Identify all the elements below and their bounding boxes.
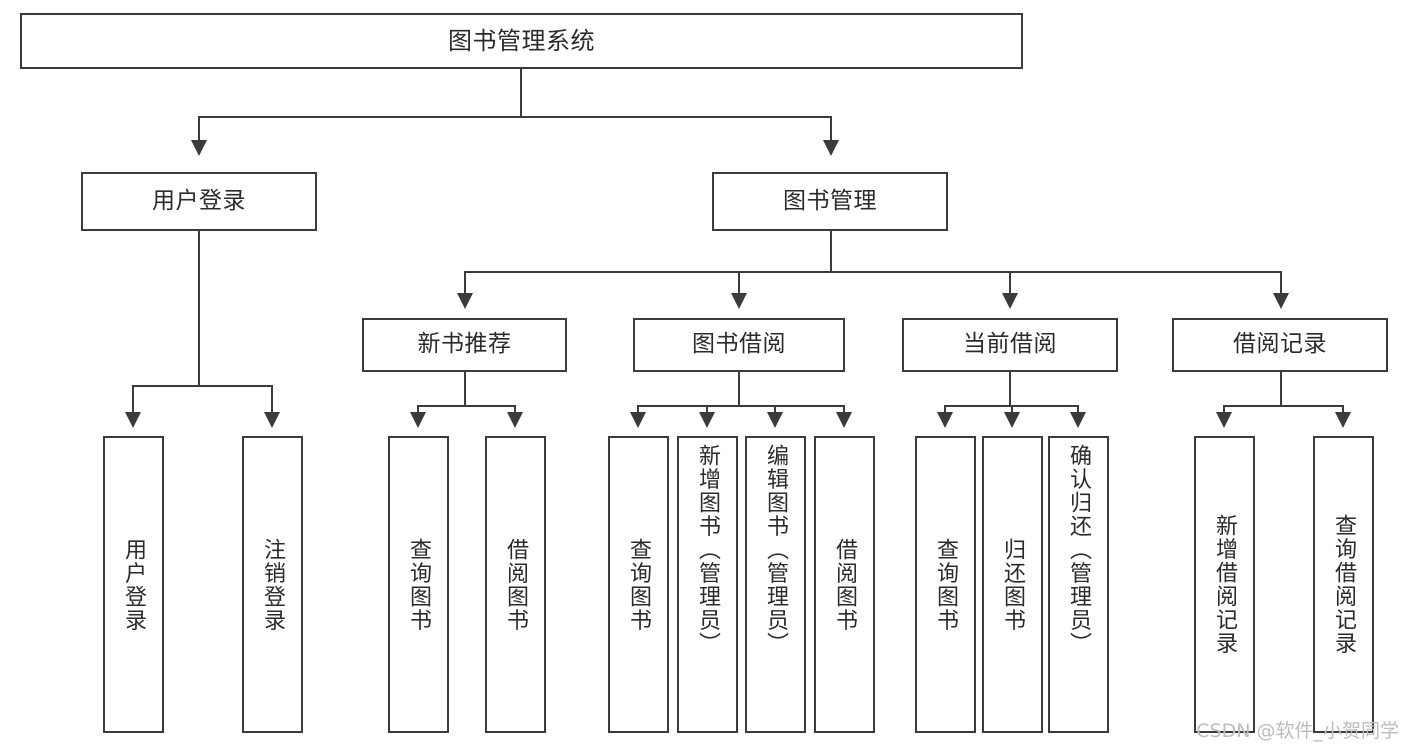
connector-book-management-stem: [830, 231, 832, 272]
leaf-add-book[interactable]: 新增图书（管理员）: [677, 436, 738, 733]
arrow-leaf-borrow-book-1: [507, 412, 523, 428]
leaf-logout-login-label: 注销登录: [260, 537, 286, 632]
node-root-label: 图书管理系统: [448, 26, 595, 55]
leaf-add-record[interactable]: 新增借阅记录: [1194, 436, 1255, 733]
leaf-confirm-return[interactable]: 确认归还（管理员）: [1048, 436, 1109, 733]
connector-to-current-borrow: [1009, 271, 1011, 295]
leaf-user-login-label: 用户登录: [121, 537, 147, 632]
connector-new-book-recommend-bus: [417, 405, 515, 407]
connector-borrow-record-stem: [1280, 372, 1282, 406]
leaf-user-login[interactable]: 用户登录: [103, 436, 164, 733]
arrow-leaf-add-record: [1216, 412, 1232, 428]
arrow-to-book-management: [823, 140, 839, 156]
leaf-query-book-3[interactable]: 查询图书: [915, 436, 976, 733]
arrow-to-book-borrow: [731, 293, 747, 309]
leaf-add-book-label: 新增图书（管理员）: [695, 444, 721, 656]
arrow-leaf-query-record: [1335, 412, 1351, 428]
connector-bb-drop-2: [706, 405, 708, 415]
leaf-return-book-label: 归还图书: [1000, 537, 1026, 632]
arrow-leaf-query-book-1: [410, 412, 426, 428]
connector-root-to-book-management: [830, 116, 832, 142]
connector-book-borrow-bus: [637, 405, 845, 407]
node-borrow-record-label: 借阅记录: [1233, 331, 1327, 358]
leaf-edit-book-label: 编辑图书（管理员）: [763, 444, 789, 656]
connector-level3-bus: [464, 271, 1282, 273]
node-book-management-label: 图书管理: [783, 187, 877, 214]
arrow-leaf-add-book: [699, 412, 715, 428]
leaf-borrow-book-1-label: 借阅图书: [503, 537, 529, 632]
connector-user-login-stem: [198, 231, 200, 386]
connector-borrow-record-bus: [1223, 405, 1343, 407]
leaf-borrow-book-2-label: 借阅图书: [832, 537, 858, 632]
node-current-borrow-label: 当前借阅: [963, 331, 1057, 358]
arrow-to-borrow-record: [1273, 293, 1289, 309]
node-user-login-label: 用户登录: [152, 187, 246, 214]
node-book-management[interactable]: 图书管理: [712, 172, 948, 231]
connector-bb-drop-3: [774, 405, 776, 415]
leaf-query-book-1[interactable]: 查询图书: [388, 436, 449, 733]
node-book-borrow-label: 图书借阅: [692, 331, 786, 358]
connector-nbr-drop-1: [417, 405, 419, 415]
leaf-query-book-3-label: 查询图书: [933, 537, 959, 632]
connector-book-borrow-stem: [738, 372, 740, 406]
node-root[interactable]: 图书管理系统: [20, 13, 1023, 69]
node-current-borrow[interactable]: 当前借阅: [902, 318, 1118, 372]
connector-user-login-drop-2: [271, 385, 273, 414]
arrow-to-user-login: [191, 140, 207, 156]
arrow-leaf-return-book: [1004, 412, 1020, 428]
connector-to-borrow-record: [1280, 271, 1282, 295]
arrow-leaf-user-login: [125, 412, 141, 428]
connector-br-drop-1: [1223, 405, 1225, 415]
node-new-book-recommend[interactable]: 新书推荐: [362, 318, 567, 372]
connector-bb-drop-4: [843, 405, 845, 415]
node-borrow-record[interactable]: 借阅记录: [1172, 318, 1388, 372]
node-book-borrow[interactable]: 图书借阅: [633, 318, 845, 372]
leaf-borrow-book-1[interactable]: 借阅图书: [485, 436, 546, 733]
connector-br-drop-2: [1342, 405, 1344, 415]
connector-bb-drop-1: [637, 405, 639, 415]
connector-current-borrow-stem: [1009, 372, 1011, 406]
arrow-leaf-query-book-2: [630, 412, 646, 428]
connector-to-new-book-recommend: [464, 271, 466, 295]
arrow-to-new-book-recommend: [457, 293, 473, 309]
arrow-leaf-query-book-3: [937, 412, 953, 428]
leaf-borrow-book-2[interactable]: 借阅图书: [814, 436, 875, 733]
leaf-confirm-return-label: 确认归还（管理员）: [1066, 444, 1092, 656]
arrow-leaf-borrow-book-2: [836, 412, 852, 428]
connector-cb-drop-1: [944, 405, 946, 415]
connector-root-to-user-login: [198, 116, 200, 142]
connector-new-book-recommend-stem: [464, 372, 466, 406]
node-user-login[interactable]: 用户登录: [81, 172, 317, 231]
leaf-query-book-2[interactable]: 查询图书: [608, 436, 669, 733]
leaf-query-book-2-label: 查询图书: [626, 537, 652, 632]
leaf-query-record[interactable]: 查询借阅记录: [1313, 436, 1374, 733]
arrow-leaf-logout-login: [264, 412, 280, 428]
leaf-query-record-label: 查询借阅记录: [1331, 514, 1357, 655]
connector-cb-drop-3: [1077, 405, 1079, 415]
leaf-add-record-label: 新增借阅记录: [1212, 514, 1238, 655]
connector-cb-drop-2: [1011, 405, 1013, 415]
node-new-book-recommend-label: 新书推荐: [417, 331, 512, 358]
connector-nbr-drop-2: [514, 405, 516, 415]
connector-root-bus: [198, 116, 832, 118]
arrow-to-current-borrow: [1002, 293, 1018, 309]
leaf-return-book[interactable]: 归还图书: [982, 436, 1043, 733]
leaf-edit-book[interactable]: 编辑图书（管理员）: [745, 436, 806, 733]
arrow-leaf-edit-book: [767, 412, 783, 428]
connector-user-login-bus: [132, 385, 273, 387]
connector-root-stem: [520, 69, 522, 117]
connector-user-login-drop-1: [132, 385, 134, 414]
leaf-query-book-1-label: 查询图书: [406, 537, 432, 632]
arrow-leaf-confirm-return: [1070, 412, 1086, 428]
connector-to-book-borrow: [738, 271, 740, 295]
leaf-logout-login[interactable]: 注销登录: [242, 436, 303, 733]
